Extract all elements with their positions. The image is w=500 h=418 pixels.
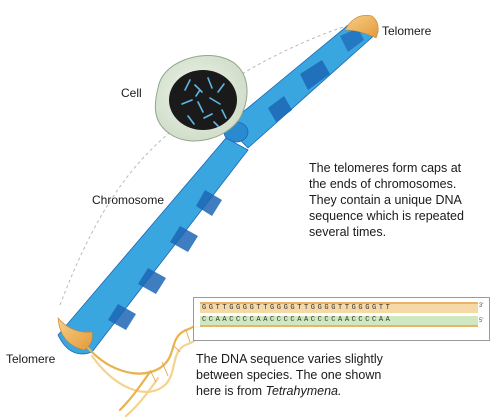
dna-caption-prefix: here is from <box>196 384 266 398</box>
nucleus-chromosomes <box>181 77 227 127</box>
dna-bottom-end-label: 5' <box>479 318 484 324</box>
dna-sequence-box: GGTTGGGGTTGGGGTTGGGGTTGGGGTT CCAACCCCAAC… <box>193 297 490 341</box>
chromosome-upper-arm <box>225 18 379 149</box>
dna-top-end-label: 3' <box>479 303 484 309</box>
dna-top-strand: GGTTGGGGTTGGGGTTGGGGTTGGGGTT <box>200 302 478 313</box>
dna-caption-line-3: here is from Tetrahymena. <box>196 383 383 399</box>
telomere-caption-line: several times. <box>309 225 387 239</box>
cell <box>154 55 248 142</box>
telomere-label-bottom: Telomere <box>6 352 56 366</box>
dna-caption-line-2: between species. The one shown <box>196 368 382 382</box>
dna-rungs <box>149 315 200 383</box>
telomere-caption-line: sequence which is repeated <box>309 209 464 223</box>
telomere-label-top: Telomere <box>382 24 432 38</box>
telomere-caption-line: They contain a unique DNA <box>309 193 462 207</box>
dna-caption-line-1: The DNA sequence varies slightly <box>196 352 383 366</box>
nucleus <box>169 70 237 130</box>
species-name: Tetrahymena. <box>265 384 342 398</box>
telomere-caption-line: the ends of chromosomes. <box>309 177 457 191</box>
dna-caption: The DNA sequence varies slightly between… <box>196 351 383 399</box>
dna-bottom-strand: CCAACCCCAACCCCAACCCCAACCCCAA <box>200 316 478 327</box>
chromosome-label: Chromosome <box>92 193 165 207</box>
telomere-cap-bottom <box>57 317 93 351</box>
telomere-caption: The telomeres form caps at the ends of c… <box>309 160 464 240</box>
telomere-caption-line: The telomeres form caps at <box>309 161 462 175</box>
cell-label: Cell <box>121 86 142 100</box>
telomere-cap-top <box>344 15 379 39</box>
